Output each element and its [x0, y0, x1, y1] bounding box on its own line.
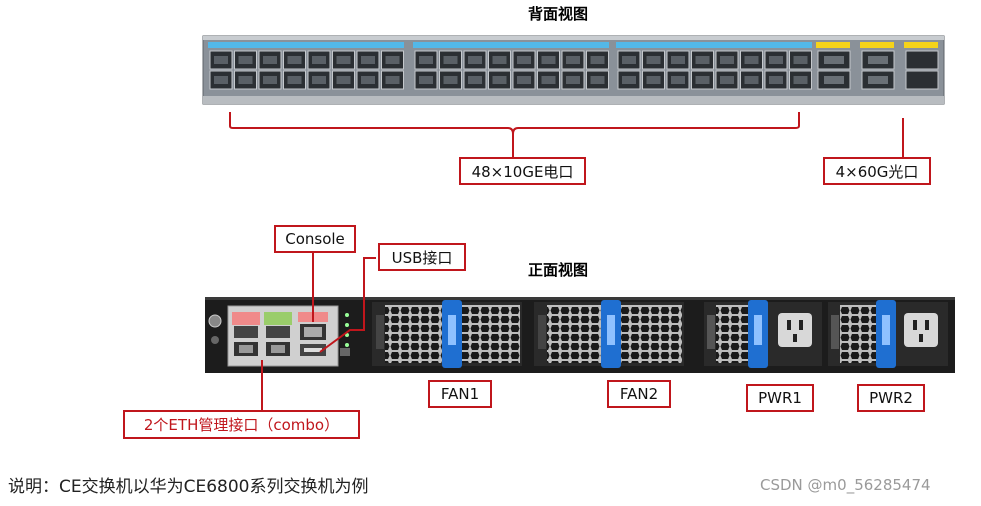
usb-leader — [319, 257, 376, 353]
pwr2-ac-inlet — [904, 313, 938, 347]
eth-port-2 — [264, 312, 292, 356]
fan1-module — [372, 300, 522, 368]
label-pwr1: PWR1 — [746, 384, 814, 412]
callout-usb: USB接口 — [378, 243, 466, 271]
explanation-note: 说明：CE交换机以华为CE6800系列交换机为例 — [8, 477, 369, 497]
optical-port — [905, 70, 939, 90]
port-label-strips — [208, 42, 938, 48]
port-label-strip — [413, 42, 609, 48]
optical-port — [905, 50, 939, 70]
electrical-ports-brace — [229, 112, 800, 135]
label-pwr2: PWR2 — [857, 384, 925, 412]
fan2-module — [534, 300, 684, 368]
label-fan2: FAN2 — [607, 380, 671, 408]
pwr1-ac-inlet — [778, 313, 812, 347]
port-label-strip — [208, 42, 404, 48]
eth-port-1 — [232, 312, 260, 356]
port-label-strip — [616, 42, 812, 48]
csdn-watermark: CSDN @m0_56285474 — [760, 476, 931, 494]
electrical-ports-group — [209, 50, 812, 90]
label-fan1: FAN1 — [428, 380, 492, 408]
optical-ports-group — [817, 50, 939, 90]
ground-screw-icon — [208, 314, 222, 328]
pwr2-module — [828, 300, 948, 368]
callout-electrical-ports: 48×10GE电口 — [459, 157, 586, 185]
front-panel — [205, 297, 955, 373]
callout-optical-ports: 4×60G光口 — [823, 157, 931, 185]
callout-eth-management: 2个ETH管理接口（combo） — [123, 410, 360, 439]
pwr1-module — [704, 300, 822, 368]
usb-port — [300, 344, 326, 356]
back-view-title: 背面视图 — [528, 5, 589, 23]
callout-console: Console — [274, 225, 356, 253]
front-view-title: 正面视图 — [528, 261, 589, 279]
